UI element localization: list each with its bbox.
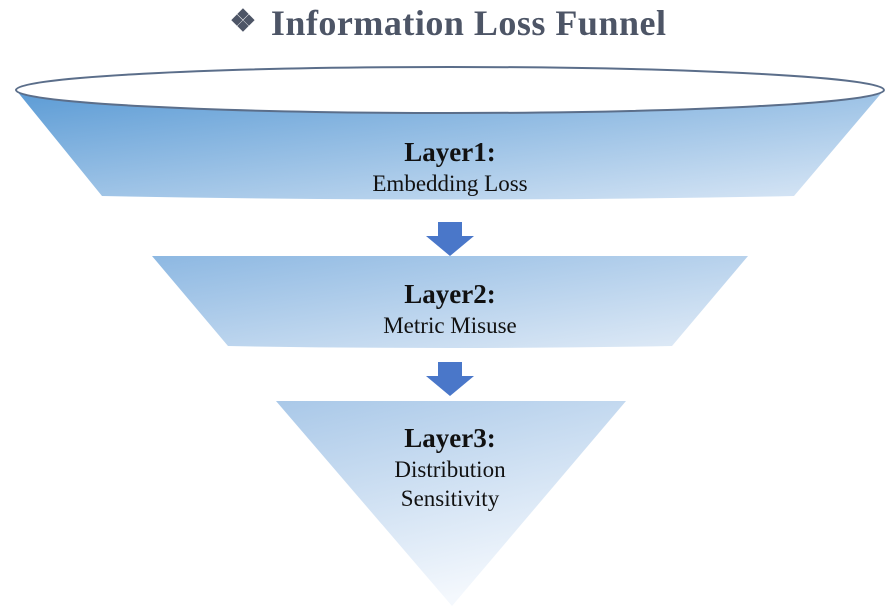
layer1-label: Layer1: Embedding Loss (300, 136, 600, 199)
layer2-funnel-segment (152, 256, 748, 348)
layer1-description: Embedding Loss (372, 170, 528, 196)
layer1-funnel-segment (16, 90, 884, 200)
layer3-funnel-segment (276, 401, 626, 606)
layer1-name: Layer1: (404, 137, 496, 167)
title-text: Information Loss Funnel (270, 3, 667, 43)
layer3-description-line1: Distribution (394, 456, 506, 482)
layer3-label: Layer3: Distribution Sensitivity (300, 422, 600, 513)
diamond-bullet-icon: ❖ (229, 4, 257, 38)
layer2-label: Layer2: Metric Misuse (300, 278, 600, 341)
layer2-name: Layer2: (404, 279, 496, 309)
layer2-description: Metric Misuse (383, 312, 517, 338)
layer3-description-line2: Sensitivity (400, 485, 500, 511)
down-arrow-icon (426, 222, 474, 256)
diagram-title: ❖ Information Loss Funnel (0, 0, 896, 46)
down-arrow-icon (426, 362, 474, 396)
layer3-name: Layer3: (404, 423, 496, 453)
funnel-rim (15, 66, 885, 114)
